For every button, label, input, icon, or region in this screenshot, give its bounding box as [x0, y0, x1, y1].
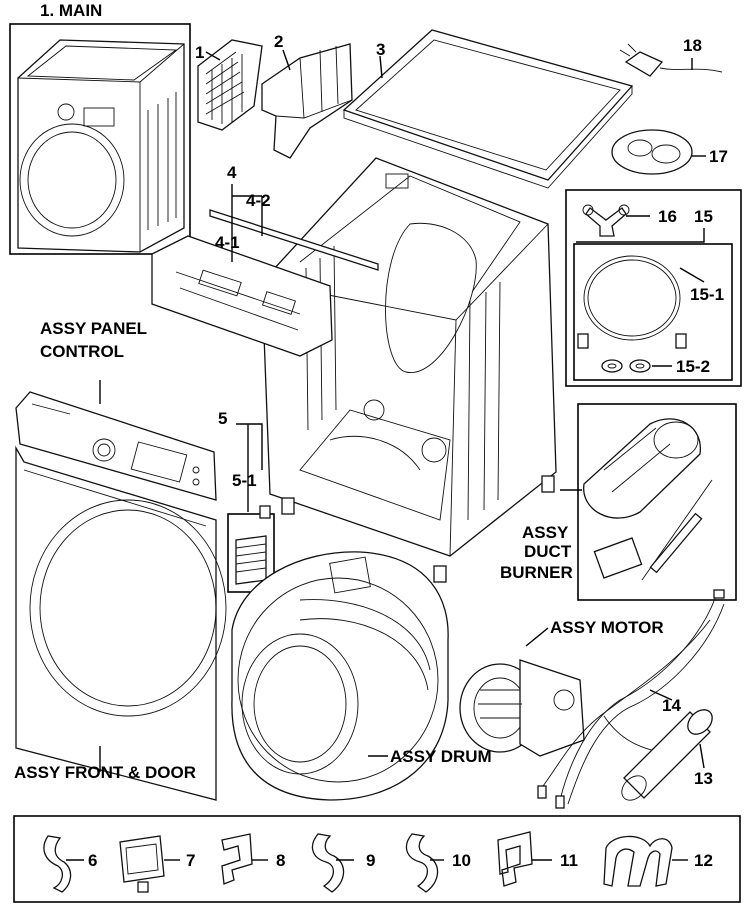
part-9-clip [311, 833, 345, 893]
leader-line-2 [282, 49, 291, 71]
part-1-lint-filter [197, 39, 263, 131]
part-4-1-control-frame [151, 235, 333, 357]
callout-15-2: 15-2 [676, 357, 710, 376]
part-16-y-connector [582, 204, 630, 237]
callout-18: 18 [683, 36, 702, 55]
callout-4-2: 4-2 [246, 191, 271, 210]
cabinet-assembly [261, 157, 557, 557]
callout-15: 15 [694, 207, 713, 226]
part-5-1-leveling-foot [235, 505, 271, 585]
main-assembly-inset-frame [9, 23, 191, 255]
callout-9: 9 [366, 851, 375, 870]
leader-line-15 [576, 228, 705, 243]
drum-assembly [231, 551, 449, 801]
part-3-top-panel [342, 29, 634, 189]
leader-line-motor [525, 627, 549, 647]
part-18-power-cord [619, 43, 723, 77]
callout-1: 1 [195, 43, 204, 62]
leader-line-14 [649, 689, 673, 701]
callout-2: 2 [274, 32, 283, 51]
callout-5-1: 5-1 [232, 471, 257, 490]
duct-burner-caption-line2: DUCT [524, 542, 572, 561]
part-17-exhaust-ring [611, 129, 693, 175]
callout-12: 12 [694, 851, 713, 870]
callout-17: 17 [709, 147, 728, 166]
leader-line-15-1 [679, 267, 705, 283]
clips-box [13, 815, 741, 903]
callout-4: 4 [227, 163, 237, 182]
part-13-duct-tube [621, 709, 713, 801]
callout-16: 16 [658, 207, 677, 226]
drum-caption: ASSY DRUM [390, 747, 492, 766]
panel-control-caption-line2: CONTROL [40, 342, 124, 361]
part-11-clip [497, 831, 533, 887]
control-panel-assembly [15, 391, 217, 501]
cabinet-feet [281, 475, 555, 583]
callout-14: 14 [662, 696, 681, 715]
duct-burner-assembly [583, 418, 713, 581]
callout-4-1: 4-1 [215, 233, 240, 252]
part-14-wire-harness [537, 589, 725, 809]
part-6-clip [43, 835, 72, 893]
part-10-clip [405, 833, 439, 893]
duct-burner-caption-line1: ASSY [522, 523, 569, 542]
front-door-assembly [15, 445, 227, 801]
callout-6: 6 [88, 851, 97, 870]
duct-burner-box [577, 403, 737, 601]
callout-8: 8 [276, 851, 285, 870]
leader-line-4 [231, 184, 262, 262]
leader-line-3 [379, 55, 383, 79]
callout-5: 5 [218, 409, 227, 428]
leader-line-13 [699, 743, 705, 769]
part-15-1-inlet-hose [577, 255, 687, 349]
callout-10: 10 [452, 851, 471, 870]
leader-line-1 [205, 51, 221, 61]
diagram-title: 1. MAIN [40, 1, 102, 20]
leader-line-5 [236, 423, 263, 512]
part-15-2-washers [601, 359, 651, 373]
motor-assembly [459, 659, 585, 757]
callout-7: 7 [186, 851, 195, 870]
front-door-caption: ASSY FRONT & DOOR [14, 763, 196, 782]
callout-15-1: 15-1 [690, 285, 724, 304]
panel-control-caption-line1: ASSY PANEL [40, 319, 147, 338]
part-8-clip [221, 833, 253, 885]
callout-11: 11 [560, 851, 578, 870]
duct-burner-caption-line3: BURNER [500, 563, 573, 582]
part-7-clip [119, 835, 165, 893]
callout-3: 3 [376, 40, 385, 59]
part-2-bracket [261, 43, 353, 159]
hose-kit-inner-box [573, 243, 733, 381]
motor-caption: ASSY MOTOR [550, 618, 664, 637]
hose-kit-box [565, 189, 742, 387]
complete-dryer-illustration [17, 39, 185, 253]
part-4-2-frame-bar [209, 209, 379, 271]
part-12-clip [603, 835, 673, 887]
callout-13: 13 [694, 769, 713, 788]
